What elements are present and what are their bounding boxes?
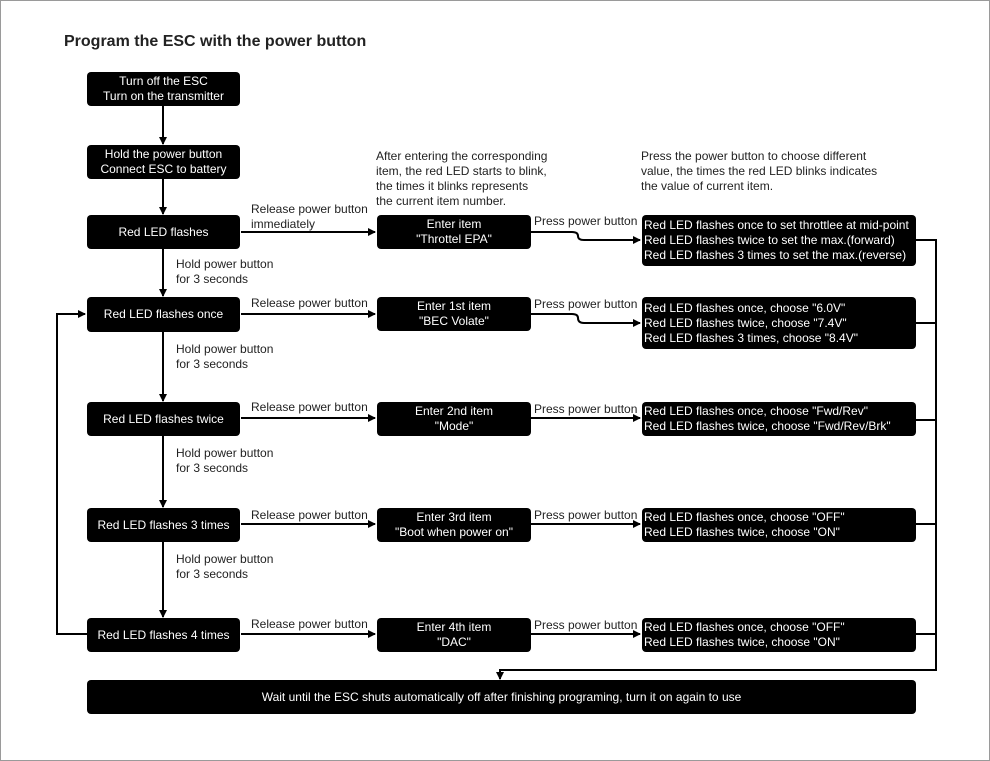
note-line: the current item number. <box>376 194 507 208</box>
option-line: Red LED flashes 3 times to set the max.(… <box>644 248 907 262</box>
led-state-label: Red LED flashes twice <box>103 411 224 426</box>
item-line: "BEC Volate" <box>419 314 489 328</box>
led-state-4-times: Red LED flashes 4 times <box>87 618 240 652</box>
note-choose-value: Press the power button to choose differe… <box>641 149 877 194</box>
step-turn-off-esc: Turn off the ESC Turn on the transmitter <box>87 72 240 106</box>
led-state-label: Red LED flashes 4 times <box>97 627 230 642</box>
item-line: "DAC" <box>437 635 471 649</box>
release-label-4: Release power button <box>251 617 368 632</box>
option-line: Red LED flashes once, choose "OFF" <box>644 510 845 524</box>
item-line: Enter item <box>426 217 482 231</box>
hold-label-line: for 3 seconds <box>176 272 249 286</box>
item-mode: Enter 2nd item "Mode" <box>377 402 531 436</box>
note-line: the times it blinks represents <box>376 179 529 193</box>
hold-label-1: Hold power button for 3 seconds <box>176 257 273 287</box>
hold-label-2: Hold power button for 3 seconds <box>176 342 273 372</box>
item-line: Enter 2nd item <box>414 404 494 418</box>
arrow-press-1 <box>531 313 641 327</box>
press-label-3: Press power button <box>534 508 638 522</box>
arrow-press-0 <box>531 231 641 244</box>
note-line: the value of current item. <box>641 179 774 193</box>
led-state-label: Red LED flashes 3 times <box>97 517 230 532</box>
item-line: "Boot when power on" <box>395 525 513 539</box>
release-label-line: Release power button <box>251 202 368 216</box>
press-label-0: Press power button <box>534 214 638 228</box>
press-label-2: Press power button <box>534 402 638 416</box>
return-bus-line <box>496 239 937 680</box>
led-state-flashes: Red LED flashes <box>87 215 240 249</box>
step-line: Hold the power button <box>104 147 223 161</box>
option-line: Red LED flashes twice, choose "Fwd/Rev/B… <box>644 419 891 433</box>
release-label-0: Release power button immediately <box>251 202 368 232</box>
option-line: Red LED flashes once, choose "6.0V" <box>644 300 846 315</box>
note-line: value, the times the red LED blinks indi… <box>641 164 878 178</box>
led-state-once: Red LED flashes once <box>87 297 240 332</box>
hold-label-line: Hold power button <box>176 257 274 271</box>
item-line: Enter 3rd item <box>416 510 492 524</box>
led-state-label: Red LED flashes <box>118 224 209 239</box>
option-line: Red LED flashes 3 times, choose "8.4V" <box>644 330 858 345</box>
options-dac: Red LED flashes once, choose "OFF" Red L… <box>642 618 916 652</box>
final-step: Wait until the ESC shuts automatically o… <box>87 680 916 714</box>
item-line: "Mode" <box>434 419 474 433</box>
item-dac: Enter 4th item "DAC" <box>377 618 531 652</box>
options-throttle-epa: Red LED flashes once to set throttlee at… <box>642 215 916 266</box>
page-title: Program the ESC with the power button <box>64 33 367 50</box>
note-line: Press the power button to choose differe… <box>641 149 867 163</box>
option-line: Red LED flashes twice, choose "ON" <box>644 635 840 649</box>
options-boot-when-power-on: Red LED flashes once, choose "OFF" Red L… <box>642 508 916 542</box>
release-label-line: immediately <box>251 217 316 231</box>
hold-label-line: for 3 seconds <box>176 461 249 475</box>
step-hold-power-button: Hold the power button Connect ESC to bat… <box>87 145 240 179</box>
step-line: Turn off the ESC <box>119 74 208 88</box>
option-line: Red LED flashes twice, choose "7.4V" <box>644 315 847 330</box>
item-bec-voltage: Enter 1st item "BEC Volate" <box>377 297 531 331</box>
hold-label-line: Hold power button <box>176 342 274 356</box>
item-boot-when-power-on: Enter 3rd item "Boot when power on" <box>377 508 531 542</box>
press-label-4: Press power button <box>534 618 638 632</box>
note-line: item, the red LED starts to blink, <box>376 164 547 178</box>
step-line: Turn on the transmitter <box>103 89 224 103</box>
hold-label-line: for 3 seconds <box>176 567 249 581</box>
item-line: Enter 1st item <box>416 299 492 313</box>
led-state-3-times: Red LED flashes 3 times <box>87 508 240 542</box>
release-label-2: Release power button <box>251 400 368 415</box>
release-label-3: Release power button <box>251 508 368 523</box>
item-line: "Throttel EPA" <box>416 232 492 246</box>
hold-label-3: Hold power button for 3 seconds <box>176 446 273 476</box>
final-step-label: Wait until the ESC shuts automatically o… <box>261 689 742 704</box>
release-label-line: Release power button <box>251 508 368 522</box>
options-mode: Red LED flashes once, choose "Fwd/Rev" R… <box>642 402 916 436</box>
release-label-line: Release power button <box>251 296 368 310</box>
release-label-line: Release power button <box>251 617 368 631</box>
hold-label-line: Hold power button <box>176 552 274 566</box>
hold-label-line: for 3 seconds <box>176 357 249 371</box>
led-state-label: Red LED flashes once <box>103 307 224 321</box>
options-bec-voltage: Red LED flashes once, choose "6.0V" Red … <box>642 297 916 349</box>
option-line: Red LED flashes twice, choose "ON" <box>644 525 840 539</box>
note-line: After entering the corresponding <box>376 149 548 163</box>
item-throttle-epa: Enter item "Throttel EPA" <box>377 215 531 249</box>
hold-label-4: Hold power button for 3 seconds <box>176 552 273 582</box>
press-label-1: Press power button <box>534 297 638 311</box>
led-state-twice: Red LED flashes twice <box>87 402 240 436</box>
release-label-line: Release power button <box>251 400 368 414</box>
loop-back-line <box>56 310 87 635</box>
option-line: Red LED flashes once, choose "OFF" <box>644 620 845 634</box>
option-line: Red LED flashes twice to set the max.(fo… <box>644 233 895 247</box>
release-label-1: Release power button <box>251 296 368 311</box>
note-enter-item: After entering the corresponding item, t… <box>376 149 547 209</box>
hold-label-line: Hold power button <box>176 446 274 460</box>
item-line: Enter 4th item <box>416 620 492 634</box>
option-line: Red LED flashes once to set throttlee at… <box>644 218 909 232</box>
step-line: Connect ESC to battery <box>100 162 227 176</box>
option-line: Red LED flashes once, choose "Fwd/Rev" <box>644 404 868 418</box>
